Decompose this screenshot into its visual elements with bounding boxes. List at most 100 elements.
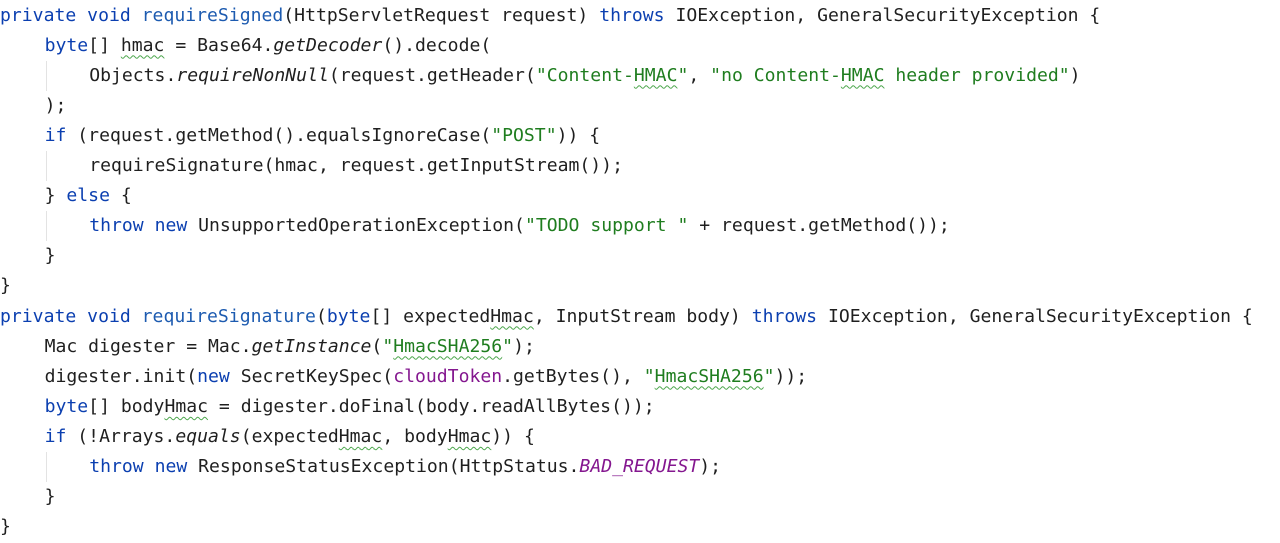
string-token: HMAC xyxy=(840,64,885,86)
indent-guide xyxy=(45,151,47,182)
keyword-token: else xyxy=(66,185,110,207)
code-line[interactable]: Mac digester = Mac.getInstance("HmacSHA2… xyxy=(45,332,535,362)
code-line[interactable]: private void requireSigned(HttpServletRe… xyxy=(0,1,1100,31)
code-token: ( xyxy=(371,335,383,357)
string-token: HmacSHA256 xyxy=(393,335,503,357)
string-token: "no Content- xyxy=(710,64,841,86)
code-line[interactable]: digester.init(new SecretKeySpec(cloudTok… xyxy=(45,362,808,392)
code-token: Hmac xyxy=(447,425,492,447)
static-call-token: getDecoder xyxy=(273,34,383,56)
keyword-token: new xyxy=(154,215,188,237)
code-token: Objects. xyxy=(89,64,177,86)
code-token: [] xyxy=(88,34,121,56)
code-line[interactable]: if (request.getMethod().equalsIgnoreCase… xyxy=(45,121,601,151)
static-call-token: getInstance xyxy=(251,335,372,357)
keyword-token: throw xyxy=(89,456,144,477)
code-token: = Base64. xyxy=(164,34,274,56)
code-token: , body xyxy=(382,425,448,447)
code-token: Hmac xyxy=(338,425,383,447)
keyword-token: private xyxy=(0,305,77,327)
code-token: )) { xyxy=(556,124,601,146)
string-token: " xyxy=(382,335,394,357)
code-token xyxy=(131,306,142,327)
code-token xyxy=(131,5,142,26)
code-token: , xyxy=(688,64,711,86)
keyword-token: new xyxy=(154,456,188,477)
keyword-token: byte xyxy=(44,34,89,56)
keyword-token: void xyxy=(87,4,131,26)
code-token: ( xyxy=(315,305,327,327)
keyword-token: new xyxy=(197,365,230,387)
code-line[interactable]: if (!Arrays.equals(expectedHmac, bodyHma… xyxy=(45,422,535,452)
code-token: [] expected xyxy=(370,305,491,327)
code-token: } xyxy=(44,245,56,267)
code-token: ().decode( xyxy=(382,34,492,56)
code-line[interactable]: throw new ResponseStatusException(HttpSt… xyxy=(89,452,721,482)
string-token: "TODO support " xyxy=(524,215,689,237)
string-token: HMAC xyxy=(633,64,678,86)
string-token: header provided" xyxy=(884,64,1070,86)
code-token: )) { xyxy=(491,425,535,447)
code-line[interactable]: byte[] hmac = Base64.getDecoder().decode… xyxy=(45,31,492,61)
method-name-token: requireSignature xyxy=(141,305,316,327)
keyword-token: throws xyxy=(751,305,818,327)
code-token: ) xyxy=(1069,64,1081,86)
keyword-token: if xyxy=(44,124,67,146)
string-token: " xyxy=(677,64,689,86)
code-token: requireSignature(hmac, request.getInputS… xyxy=(89,155,623,176)
keyword-token: byte xyxy=(326,305,371,327)
code-line[interactable]: private void requireSignature(byte[] exp… xyxy=(0,302,1253,332)
code-line[interactable]: throw new UnsupportedOperationException(… xyxy=(89,211,950,241)
code-token: ); xyxy=(699,456,722,477)
code-token: IOException, GeneralSecurityException { xyxy=(664,4,1101,26)
code-token: digester.init( xyxy=(44,365,198,387)
indent-guide xyxy=(45,211,47,242)
code-token: = digester.doFinal(body.readAllBytes()); xyxy=(208,395,655,417)
keyword-token: if xyxy=(44,425,67,447)
code-token xyxy=(144,215,155,236)
code-line[interactable]: byte[] bodyHmac = digester.doFinal(body.… xyxy=(45,392,655,422)
code-token: (request.getMethod().equalsIgnoreCase( xyxy=(66,124,492,146)
code-token: Hmac xyxy=(164,395,209,417)
string-token: "Content- xyxy=(535,64,634,86)
code-token: (!Arrays. xyxy=(66,425,176,447)
keyword-token: private xyxy=(0,4,77,26)
code-token: [] body xyxy=(88,395,165,417)
indent-guide xyxy=(45,60,47,91)
code-token: ); xyxy=(44,94,67,116)
keyword-token: byte xyxy=(44,395,89,417)
code-line[interactable]: ); xyxy=(45,91,67,121)
code-line[interactable]: } else { xyxy=(45,181,132,211)
code-token: .getBytes(), xyxy=(502,365,644,387)
code-token: (expected xyxy=(240,425,339,447)
code-token: )); xyxy=(774,365,808,387)
string-token: "POST" xyxy=(491,124,557,146)
code-token: ResponseStatusException(HttpStatus. xyxy=(187,456,580,477)
static-call-token: requireNonNull xyxy=(176,64,329,86)
constant-token: BAD_REQUEST xyxy=(579,456,700,477)
code-token: } xyxy=(0,275,11,297)
static-call-token: equals xyxy=(175,425,241,447)
field-token: cloudToken xyxy=(393,365,503,387)
code-line[interactable]: } xyxy=(0,512,11,542)
code-token xyxy=(76,306,87,327)
code-line[interactable]: } xyxy=(45,241,56,271)
string-token: " xyxy=(502,335,514,357)
code-token: (HttpServletRequest request) xyxy=(283,4,600,26)
code-token: } xyxy=(44,185,67,207)
code-line[interactable]: } xyxy=(45,482,56,512)
code-token: hmac xyxy=(120,34,165,56)
indent-guide xyxy=(45,452,47,483)
code-token: UnsupportedOperationException( xyxy=(187,215,525,237)
keyword-token: void xyxy=(87,305,131,327)
string-token: " xyxy=(643,365,655,387)
code-line[interactable]: Objects.requireNonNull(request.getHeader… xyxy=(89,61,1080,91)
code-token: (request.getHeader( xyxy=(328,64,536,86)
code-line[interactable]: } xyxy=(0,271,11,301)
code-line[interactable]: requireSignature(hmac, request.getInputS… xyxy=(89,151,623,181)
code-token: ); xyxy=(513,335,535,357)
code-token: SecretKeySpec( xyxy=(229,365,394,387)
code-token: Mac digester = Mac. xyxy=(44,335,252,357)
code-token xyxy=(144,456,155,477)
